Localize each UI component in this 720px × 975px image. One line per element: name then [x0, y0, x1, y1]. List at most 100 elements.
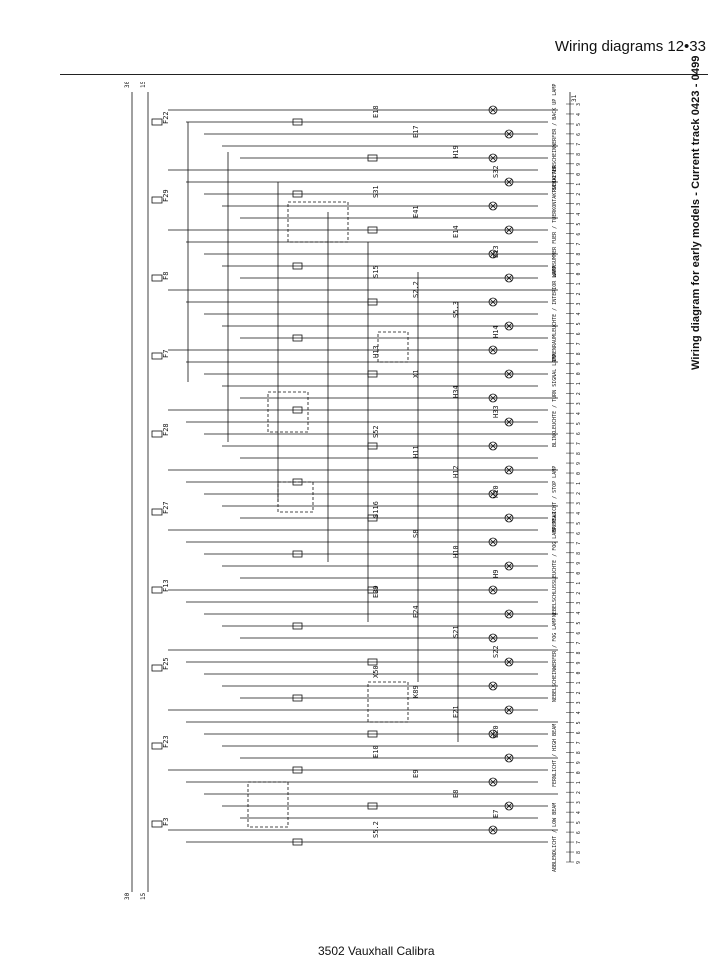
- lamp-cross: [489, 730, 497, 738]
- track-number: 2: [576, 791, 582, 794]
- component-label: S21: [452, 625, 460, 638]
- track-number: 3: [576, 103, 582, 106]
- connector-box: [292, 406, 303, 414]
- track-number: 5: [576, 322, 582, 325]
- lamp-cross: [505, 802, 513, 810]
- lamp-cross: [505, 274, 513, 282]
- fuse-label: F27: [162, 501, 170, 514]
- track-number: 0: [576, 273, 582, 276]
- track-number: 9: [576, 362, 582, 365]
- component-label: H10: [452, 545, 460, 558]
- header-page-number: 12•33: [667, 38, 706, 55]
- lamp-symbol: [504, 321, 514, 331]
- track-number: 6: [576, 532, 582, 535]
- fuse-symbol: [151, 820, 163, 828]
- component-label: E24: [412, 605, 420, 618]
- component-label: E21: [452, 705, 460, 718]
- track-number: 8: [576, 153, 582, 156]
- track-number: 1: [576, 382, 582, 385]
- track-number: 3: [576, 302, 582, 305]
- fuse-symbol: [151, 742, 163, 750]
- track-number: 1: [576, 681, 582, 684]
- lamp-symbol: [504, 225, 514, 235]
- lamp-symbol: [488, 201, 498, 211]
- track-number: 8: [576, 253, 582, 256]
- fuse-label: F23: [162, 735, 170, 748]
- header-rule: [60, 74, 708, 75]
- bus-label-bottom: 30: [124, 892, 131, 900]
- lamp-cross: [489, 826, 497, 834]
- component-label: H14: [492, 325, 500, 338]
- bus-label-top: 30: [124, 82, 131, 88]
- legend-text: ABBLENDLICHT / LOW BEAM: [552, 803, 558, 872]
- legend-text: BREMSLICHT / STOP LAMP: [552, 466, 558, 532]
- lamp-symbol: [488, 585, 498, 595]
- component-label: E13: [492, 245, 500, 258]
- track-number: 4: [576, 711, 582, 714]
- component-box: [377, 331, 409, 363]
- fuse-label: F25: [162, 657, 170, 670]
- lamp-symbol: [504, 705, 514, 715]
- track-number: 1: [576, 582, 582, 585]
- fuse-symbol: [151, 118, 163, 126]
- track-number: 6: [576, 432, 582, 435]
- lamp-cross: [505, 514, 513, 522]
- track-number: 4: [576, 213, 582, 216]
- component-label: E17: [412, 125, 420, 138]
- track-number: 6: [576, 332, 582, 335]
- fuse-label: F7: [162, 350, 170, 358]
- track-number: 7: [576, 542, 582, 545]
- lamp-cross: [489, 586, 497, 594]
- track-number: 8: [576, 851, 582, 854]
- lamp-symbol: [488, 729, 498, 739]
- track-number: 3: [576, 203, 582, 206]
- track-number: 0: [576, 372, 582, 375]
- track-number: 6: [576, 233, 582, 236]
- track-number: 9: [576, 761, 582, 764]
- track-number: 6: [576, 133, 582, 136]
- component-label: E20: [492, 725, 500, 738]
- component-label: H9: [492, 570, 500, 578]
- earth-bus-label: 31: [571, 94, 578, 102]
- component-label: E39: [372, 585, 380, 598]
- lamp-cross: [505, 658, 513, 666]
- track-number: 2: [576, 691, 582, 694]
- track-number: 3: [576, 402, 582, 405]
- lamp-cross: [489, 202, 497, 210]
- fuse-symbol: [151, 274, 163, 282]
- component-label: X50: [372, 665, 380, 678]
- connector-box: [367, 802, 378, 810]
- track-number: 4: [576, 512, 582, 515]
- component-label: H34: [452, 385, 460, 398]
- track-number: 9: [576, 163, 582, 166]
- lamp-cross: [489, 538, 497, 546]
- lamp-cross: [505, 466, 513, 474]
- bus-label-top: 15: [140, 82, 147, 88]
- component-label: E7: [492, 810, 500, 818]
- track-number: 4: [576, 612, 582, 615]
- lamp-cross: [505, 418, 513, 426]
- track-number: 2: [576, 492, 582, 495]
- lamp-cross: [505, 322, 513, 330]
- track-number: 4: [576, 113, 582, 116]
- track-number: 2: [576, 392, 582, 395]
- connector-box: [292, 694, 303, 702]
- lamp-cross: [489, 298, 497, 306]
- lamp-symbol: [504, 657, 514, 667]
- lamp-cross: [505, 562, 513, 570]
- component-label: H12: [452, 465, 460, 478]
- lamp-symbol: [504, 369, 514, 379]
- lamp-symbol: [488, 345, 498, 355]
- lamp-cross: [489, 490, 497, 498]
- lamp-cross: [489, 106, 497, 114]
- connector-box: [367, 154, 378, 162]
- track-number: 7: [576, 243, 582, 246]
- legend-text: NEBELSCHEINWERFER / FOG LAMP: [552, 618, 558, 702]
- track-number: 2: [576, 193, 582, 196]
- track-number: 0: [576, 771, 582, 774]
- lamp-cross: [505, 178, 513, 186]
- track-number: 4: [576, 312, 582, 315]
- lamp-cross: [489, 634, 497, 642]
- connector-box: [292, 622, 303, 630]
